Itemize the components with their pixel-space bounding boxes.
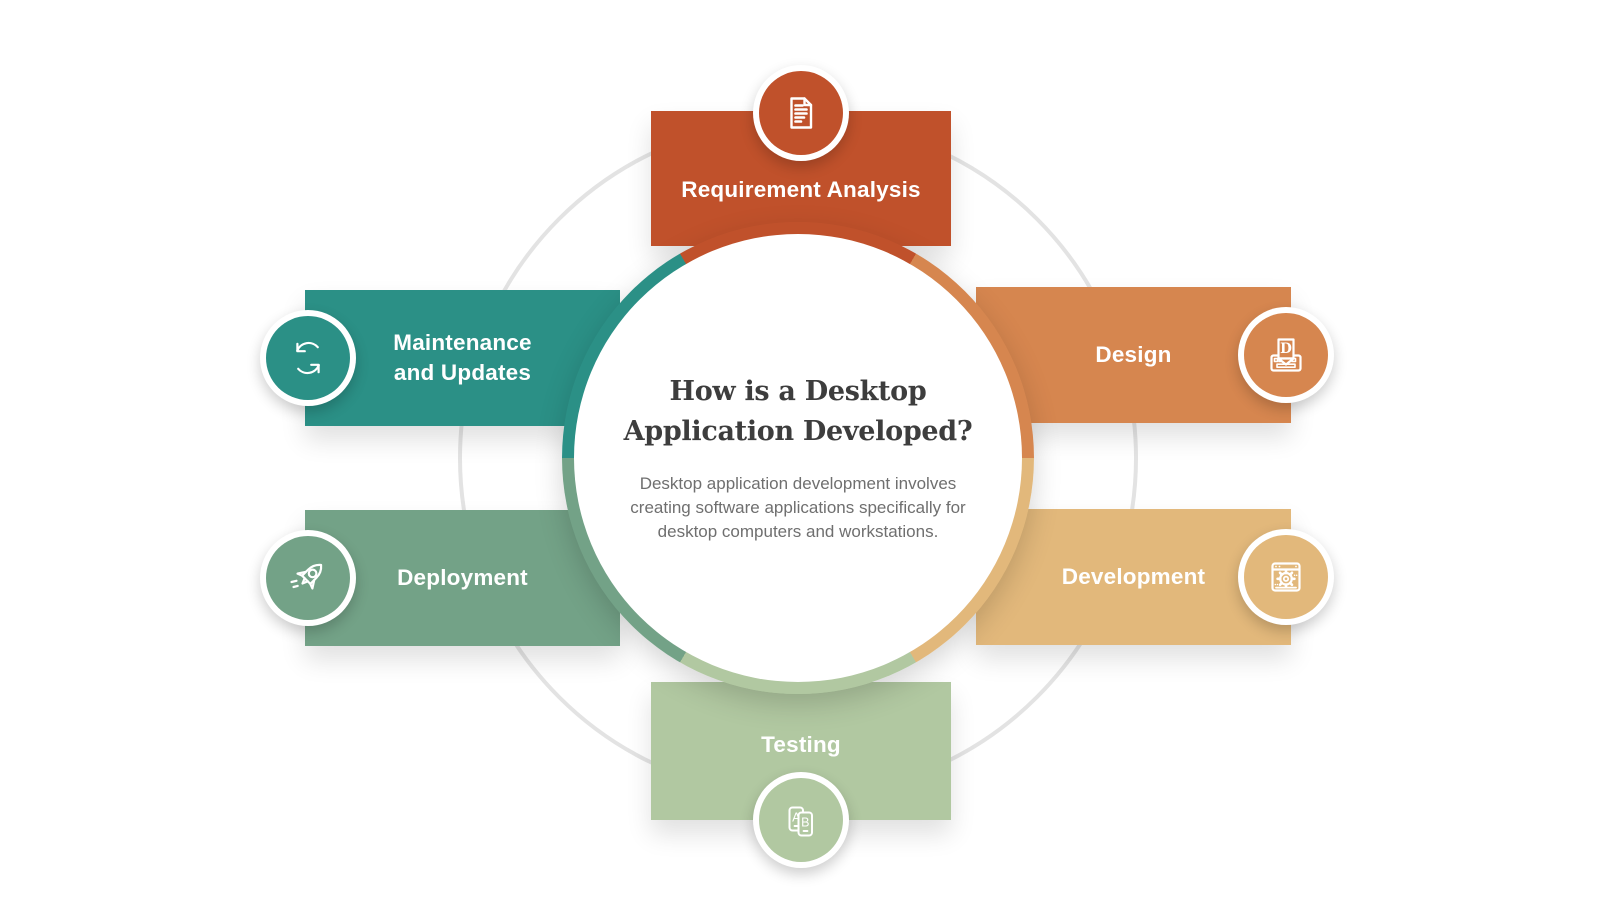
- badge-circle-maintenance: [266, 316, 350, 400]
- stage-banner-maintenance: Maintenance and Updates: [305, 290, 620, 426]
- stage-badge-testing: A B: [753, 772, 849, 868]
- center-content: How is a Desktop Application Developed? …: [574, 234, 1022, 682]
- title-line-2: Application Developed?: [623, 416, 973, 447]
- document-icon: [790, 97, 813, 129]
- design-pad-icon: D: [1270, 338, 1302, 372]
- ab-testing-icon: A B: [788, 806, 813, 837]
- stage-badge-deployment: [260, 530, 356, 626]
- diagram-description: Desktop application development involves…: [630, 474, 966, 541]
- stage-badge-requirement-analysis: [753, 65, 849, 161]
- svg-text:A: A: [792, 811, 801, 825]
- browser-gear-icon: [1271, 562, 1301, 592]
- stage-label-requirement-analysis: Requirement Analysis: [681, 177, 921, 203]
- title-line-1: How is a Desktop: [669, 376, 927, 407]
- stage-label-maintenance: Maintenance and Updates: [393, 330, 532, 385]
- badge-circle-design: D: [1244, 313, 1328, 397]
- badge-circle-deployment: [266, 536, 350, 620]
- stage-label-deployment: Deployment: [397, 565, 528, 591]
- diagram-title: How is a Desktop Application Developed?: [624, 372, 973, 452]
- sync-arrows-icon: [296, 341, 320, 375]
- stage-label-testing: Testing: [761, 732, 841, 758]
- badge-circle-testing: A B: [759, 778, 843, 862]
- stage-banner-deployment: Deployment: [305, 510, 620, 646]
- stage-label-design: Design: [1095, 342, 1172, 368]
- svg-text:B: B: [801, 816, 809, 830]
- stage-badge-development: [1238, 529, 1334, 625]
- stage-badge-maintenance: [260, 310, 356, 406]
- rocket-icon: [290, 563, 323, 590]
- center-circle: How is a Desktop Application Developed? …: [562, 222, 1034, 694]
- stage-label-development: Development: [1061, 564, 1206, 590]
- badge-circle-development: [1244, 535, 1328, 619]
- svg-text:D: D: [1280, 341, 1292, 357]
- badge-circle-requirement-analysis: [759, 71, 843, 155]
- stage-badge-design: D: [1238, 307, 1334, 403]
